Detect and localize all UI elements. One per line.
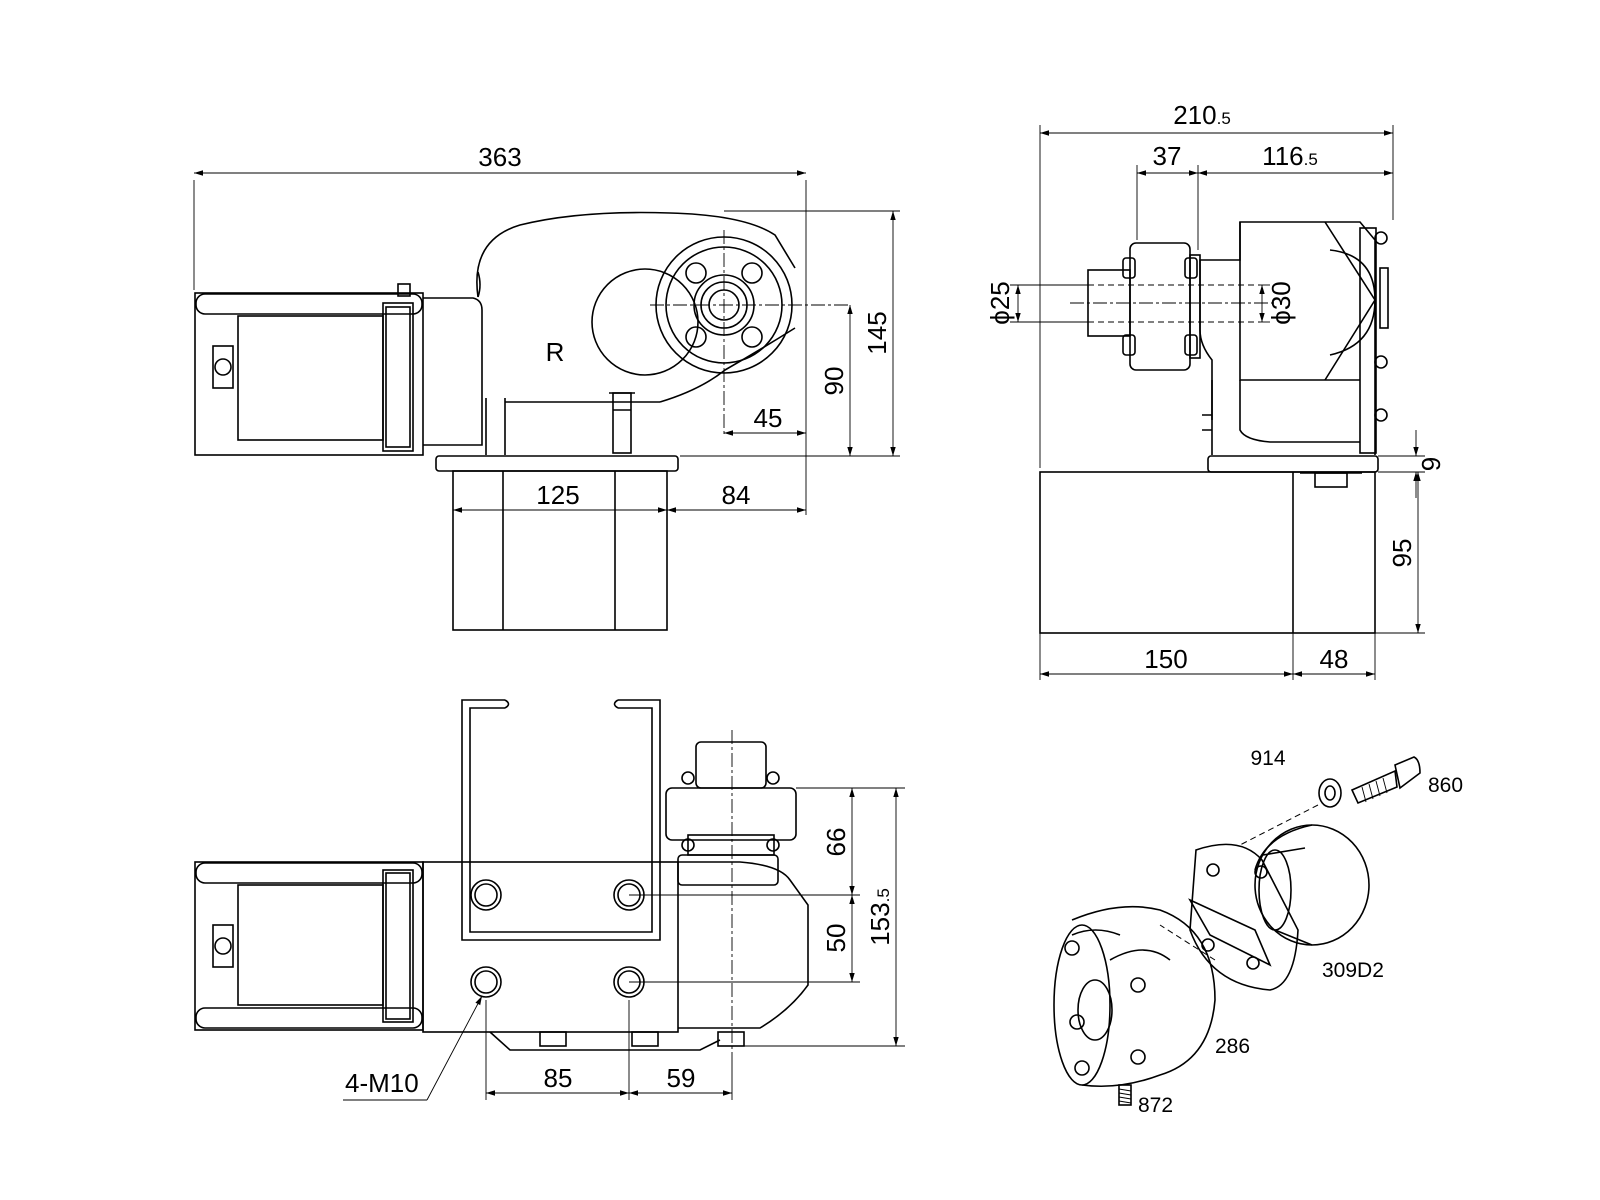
- front-view: R 363 145 90 45 125 84: [193, 142, 900, 631]
- dim-95: 95: [1387, 539, 1417, 568]
- top-bolts: [470, 879, 745, 1047]
- dim-125: 125: [536, 480, 579, 510]
- dim-363: 363: [478, 142, 521, 172]
- top-view: 66 50 153.5 85 59 4-M10: [194, 699, 905, 1101]
- dim-dia-30: ϕ30: [1266, 281, 1296, 324]
- part-914: [1318, 778, 1342, 808]
- dim-153-5: 153.5: [865, 888, 895, 946]
- part-872: [1118, 1084, 1132, 1106]
- side-bracket: [1039, 455, 1379, 634]
- side-dimensions: 210.5 37 116.5 ϕ25 ϕ30 9 95: [985, 100, 1446, 680]
- part-860: [1350, 756, 1421, 805]
- label-309d2: 309D2: [1322, 959, 1384, 982]
- motor: [194, 283, 424, 456]
- front-dimensions: 363 145 90 45 125 84: [193, 142, 900, 515]
- gear-housing: R: [423, 211, 850, 455]
- label-286: 286: [1215, 1035, 1250, 1058]
- dim-9: 9: [1416, 457, 1446, 471]
- dim-210-5: 210.5: [1173, 100, 1231, 130]
- side-housing: [1199, 221, 1389, 455]
- dim-45: 45: [754, 403, 783, 433]
- dim-150: 150: [1144, 644, 1187, 674]
- coupling-exploded-view: 914 860 309D2 286 872: [1053, 747, 1463, 1117]
- top-bracket: [461, 699, 661, 941]
- label-860: 860: [1428, 774, 1463, 797]
- dim-84: 84: [722, 480, 751, 510]
- dim-59: 59: [667, 1063, 696, 1093]
- label-872: 872: [1138, 1094, 1173, 1117]
- side-view: 210.5 37 116.5 ϕ25 ϕ30 9 95: [985, 100, 1446, 680]
- dim-dia-25: ϕ25: [985, 281, 1015, 324]
- dim-48: 48: [1320, 644, 1349, 674]
- flange-bolts: [685, 262, 763, 348]
- mounting-bracket: [435, 455, 679, 631]
- top-housing: [422, 730, 809, 1058]
- rotation-mark: R: [546, 337, 565, 367]
- side-coupling: [1070, 242, 1275, 371]
- dim-50: 50: [821, 924, 851, 953]
- dim-90: 90: [819, 367, 849, 396]
- part-286: [1053, 905, 1216, 1088]
- part-309d2: [1188, 824, 1370, 991]
- top-motor: [194, 861, 424, 1031]
- dim-116-5: 116.5: [1262, 141, 1318, 171]
- dim-145: 145: [862, 311, 892, 354]
- top-dimensions: 66 50 153.5 85 59 4-M10: [343, 787, 905, 1101]
- label-914: 914: [1250, 747, 1285, 770]
- dim-37: 37: [1153, 141, 1182, 171]
- callout-4-m10: 4-M10: [345, 1068, 419, 1098]
- dim-85: 85: [544, 1063, 573, 1093]
- dim-66: 66: [821, 828, 851, 857]
